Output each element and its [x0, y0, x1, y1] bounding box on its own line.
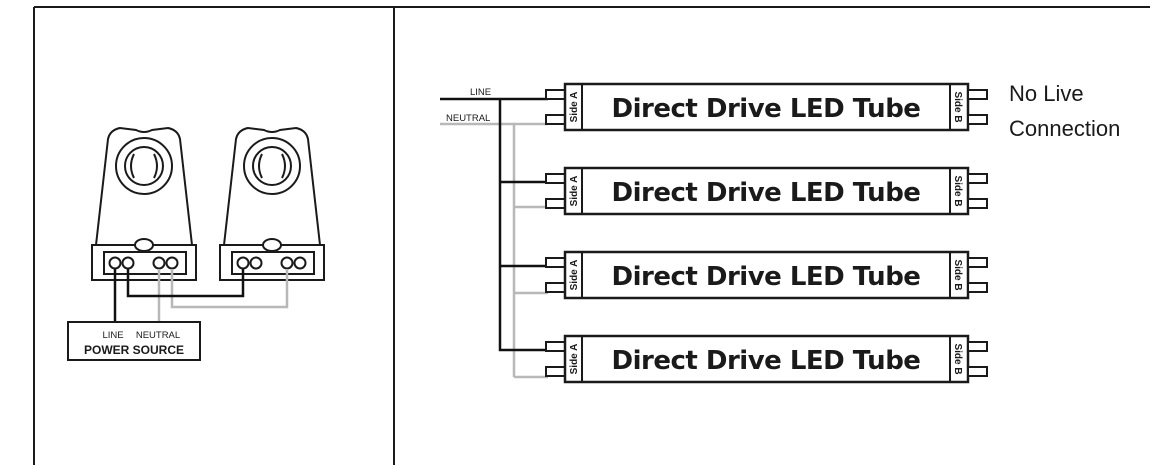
tube-4-label: Direct Drive LED Tube — [612, 346, 921, 376]
no-live-note-line1: No Live — [1009, 81, 1084, 106]
tube-2-side-b: Side B — [952, 175, 963, 206]
input-neutral-label: NEUTRAL — [446, 113, 490, 124]
tube-3-side-a: Side A — [569, 260, 580, 291]
no-live-note-line2: Connection — [1009, 116, 1120, 141]
power-source-line-label: LINE — [102, 330, 123, 341]
lamp-socket-right — [219, 126, 325, 281]
tube-3-side-b: Side B — [952, 259, 963, 290]
socket-wiring — [113, 269, 289, 322]
power-source-title: POWER SOURCE — [84, 343, 184, 357]
tube-4-side-b: Side B — [952, 343, 963, 374]
tube-2: Side A Side B Direct Drive LED Tube — [545, 166, 988, 216]
left-panel: LINE NEUTRAL POWER SOURCE — [67, 126, 325, 361]
tube-1-side-b: Side B — [952, 91, 963, 122]
tube-1: Side A Side B Direct Drive LED Tube — [545, 82, 988, 132]
right-panel: LINE NEUTRAL Side A Side B — [440, 81, 1120, 384]
tube-2-label: Direct Drive LED Tube — [612, 178, 921, 208]
input-line-label: LINE — [470, 87, 491, 98]
tube-4: Side A Side B Direct Drive LED Tube — [545, 334, 988, 384]
power-source-neutral-label: NEUTRAL — [136, 330, 180, 341]
tube-1-side-a: Side A — [569, 92, 580, 123]
tube-3-label: Direct Drive LED Tube — [612, 262, 921, 292]
tube-4-side-a: Side A — [569, 344, 580, 375]
lamp-socket-left — [91, 126, 197, 281]
tube-2-side-a: Side A — [569, 176, 580, 207]
tube-1-label: Direct Drive LED Tube — [612, 94, 921, 124]
power-source-box: LINE NEUTRAL POWER SOURCE — [67, 321, 201, 361]
neutral-wiring — [440, 122, 548, 379]
tube-3: Side A Side B Direct Drive LED Tube — [545, 250, 988, 300]
diagram-frame — [33, 6, 1150, 465]
line-wiring — [440, 97, 548, 352]
